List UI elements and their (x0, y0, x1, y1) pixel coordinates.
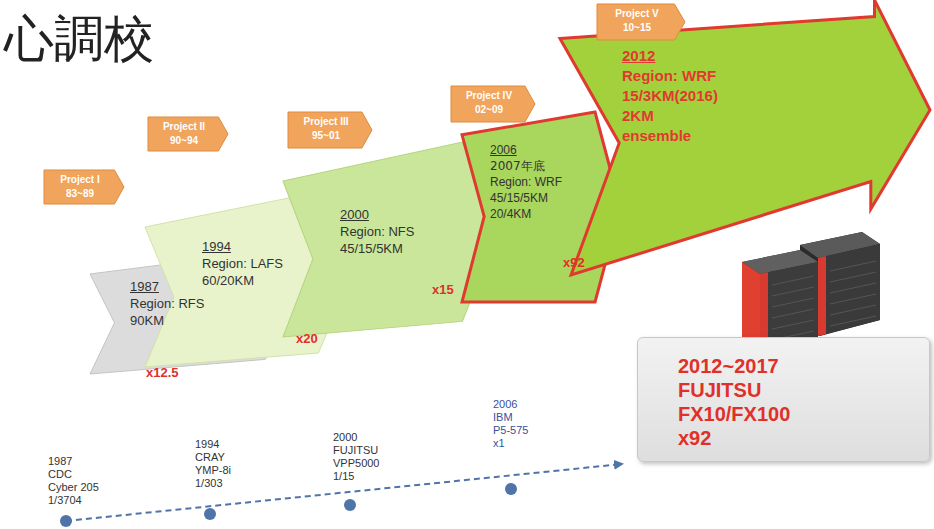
year-heading: 2006 (490, 142, 620, 158)
node-text: FUJITSU (678, 378, 929, 402)
tag-text: 95~01 (288, 129, 364, 143)
timeline-label: IBM (493, 411, 513, 423)
project-tag: Project I83~89 (44, 170, 124, 204)
text-group: Project IV02~09 (451, 86, 535, 117)
timeline-label: CDC (48, 468, 72, 480)
node-text: 20/4KM (490, 206, 620, 222)
node-text: 90KM (130, 312, 294, 329)
speedup-factor: x15 (432, 282, 454, 297)
speedup-factor: x92 (563, 255, 585, 270)
timeline-label: 2006 (493, 398, 517, 410)
timeline-label: Cyber 205 (48, 481, 99, 493)
node-text: Region: RFS (130, 295, 294, 312)
timeline-label: YMP-8i (195, 464, 231, 476)
node-text: Region: LAFS (202, 255, 351, 272)
node-text: 2012~2017 (678, 354, 929, 378)
stage-arrow: 1994Region: LAFS60/20KM (145, 192, 351, 367)
timeline-dot (204, 508, 216, 520)
text-group: Project V10~15 (597, 4, 685, 35)
timeline-dot (505, 483, 517, 495)
text-group: 1994Region: LAFS60/20KM (145, 192, 351, 289)
stage-arrow: 2000Region: NFS45/15/5KM (283, 142, 497, 337)
timeline-label: 1/3704 (48, 494, 82, 506)
stage-arrow-shape (560, 0, 930, 275)
timeline-label: VPP5000 (333, 457, 379, 469)
year-heading: 2000 (340, 206, 497, 223)
text-group: 20062007年底Region: WRF45/15/5KM20/4KM (462, 112, 620, 222)
node-text: Region: NFS (340, 223, 497, 240)
page-title: 心調校 (4, 6, 154, 73)
tag-text: 02~09 (451, 103, 527, 117)
tag-text: 83~89 (44, 187, 116, 201)
timeline-label: x1 (493, 437, 505, 449)
timeline-label: FUJITSU (333, 444, 378, 456)
hardware-box: 2012~2017FUJITSUFX10/FX100x92 (637, 337, 930, 462)
year-heading: 1994 (202, 238, 351, 255)
node-text: 45/15/5KM (490, 190, 620, 206)
node-text: 45/15/5KM (340, 240, 497, 257)
project-tag: Project II90~94 (148, 117, 228, 151)
tag-text: 10~15 (597, 21, 677, 35)
project-tag: Project III95~01 (288, 112, 372, 148)
text-group: Project I83~89 (44, 170, 124, 201)
text-group: Project III95~01 (288, 112, 372, 143)
stage-arrow-shape (283, 142, 497, 337)
timeline-label: 1/15 (333, 470, 354, 482)
tag-text: Project III (288, 115, 364, 129)
speedup-factor: x12.5 (146, 365, 179, 380)
node-text: Region: WRF (490, 174, 620, 190)
timeline-label: CRAY (195, 451, 225, 463)
node-text: 2007年底 (490, 158, 620, 174)
tag-text: Project IV (451, 89, 527, 103)
stage-arrow: 2012Region: WRF15/3KM(2016)2KMensemble (560, 0, 930, 275)
timeline-label: 2000 (333, 431, 357, 443)
speedup-factor: x20 (296, 331, 318, 346)
text-group: 2012~2017FUJITSUFX10/FX100x92 (638, 338, 929, 450)
timeline-line (66, 464, 622, 521)
timeline-label: 1994 (195, 438, 219, 450)
text-group: Project II90~94 (148, 117, 228, 148)
tag-text: Project I (44, 173, 116, 187)
tag-text: 90~94 (148, 134, 220, 148)
node-text: x92 (678, 426, 929, 450)
timeline-label: 1/303 (195, 477, 223, 489)
tag-text: Project V (597, 7, 677, 21)
stage-arrow: 20062007年底Region: WRF45/15/5KM20/4KM (462, 112, 620, 302)
project-tag: Project IV02~09 (451, 86, 535, 122)
node-text: 15/3KM(2016) (622, 86, 930, 106)
text-group: 2012Region: WRF15/3KM(2016)2KMensemble (560, 0, 930, 146)
timeline-label: P5-575 (493, 424, 528, 436)
node-text: Region: WRF (622, 66, 930, 86)
timeline-dot (60, 515, 72, 527)
project-tag: Project V10~15 (597, 4, 685, 40)
timeline-label: 1987 (48, 455, 72, 467)
year-heading: 2012 (622, 46, 930, 66)
node-text: 60/20KM (202, 272, 351, 289)
node-text: FX10/FX100 (678, 402, 929, 426)
tag-text: Project II (148, 120, 220, 134)
text-group: 2000Region: NFS45/15/5KM (283, 142, 497, 257)
node-text: ensemble (622, 126, 930, 146)
node-text: 2KM (622, 106, 930, 126)
timeline-dot (344, 499, 356, 511)
